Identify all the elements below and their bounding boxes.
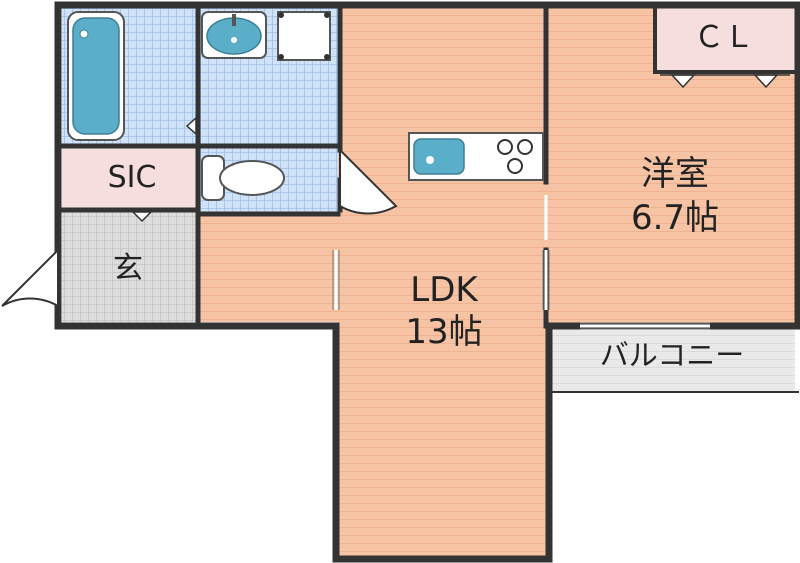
hallway-floor (198, 214, 338, 322)
ldk-size-label: 13帖 (405, 312, 483, 352)
ldk-floor (338, 8, 546, 557)
western-room-name-label: 洋室 (641, 154, 709, 194)
washbasin-icon (201, 11, 267, 59)
ldk-name-label: LDK (410, 270, 478, 310)
washing-machine-icon (277, 11, 331, 61)
stove-burner-icon (497, 139, 533, 174)
western-room-size-label: 6.7帖 (630, 198, 720, 238)
sic-floor (62, 146, 198, 210)
closet-shelf (660, 74, 790, 89)
entrance-door[interactable] (1, 247, 59, 308)
kitchen-counter (408, 132, 544, 181)
ldk-door[interactable] (339, 147, 398, 215)
entrance-label: 玄 (113, 251, 143, 286)
balcony-floor (549, 324, 795, 392)
bath-door-mark (185, 116, 197, 136)
closet-floor (655, 8, 795, 72)
toilet-icon (201, 155, 285, 201)
balcony-label: バルコニー (599, 338, 745, 372)
entrance-floor (62, 210, 198, 322)
sic-shelf-mark (131, 211, 153, 223)
sic-label: SIC (107, 160, 157, 195)
bathtub-icon (67, 11, 125, 141)
kitchen-sink-icon (413, 138, 465, 175)
window-hatching (332, 250, 710, 330)
window-marks (334, 195, 710, 328)
closet-label: ＣＬ (694, 20, 754, 55)
